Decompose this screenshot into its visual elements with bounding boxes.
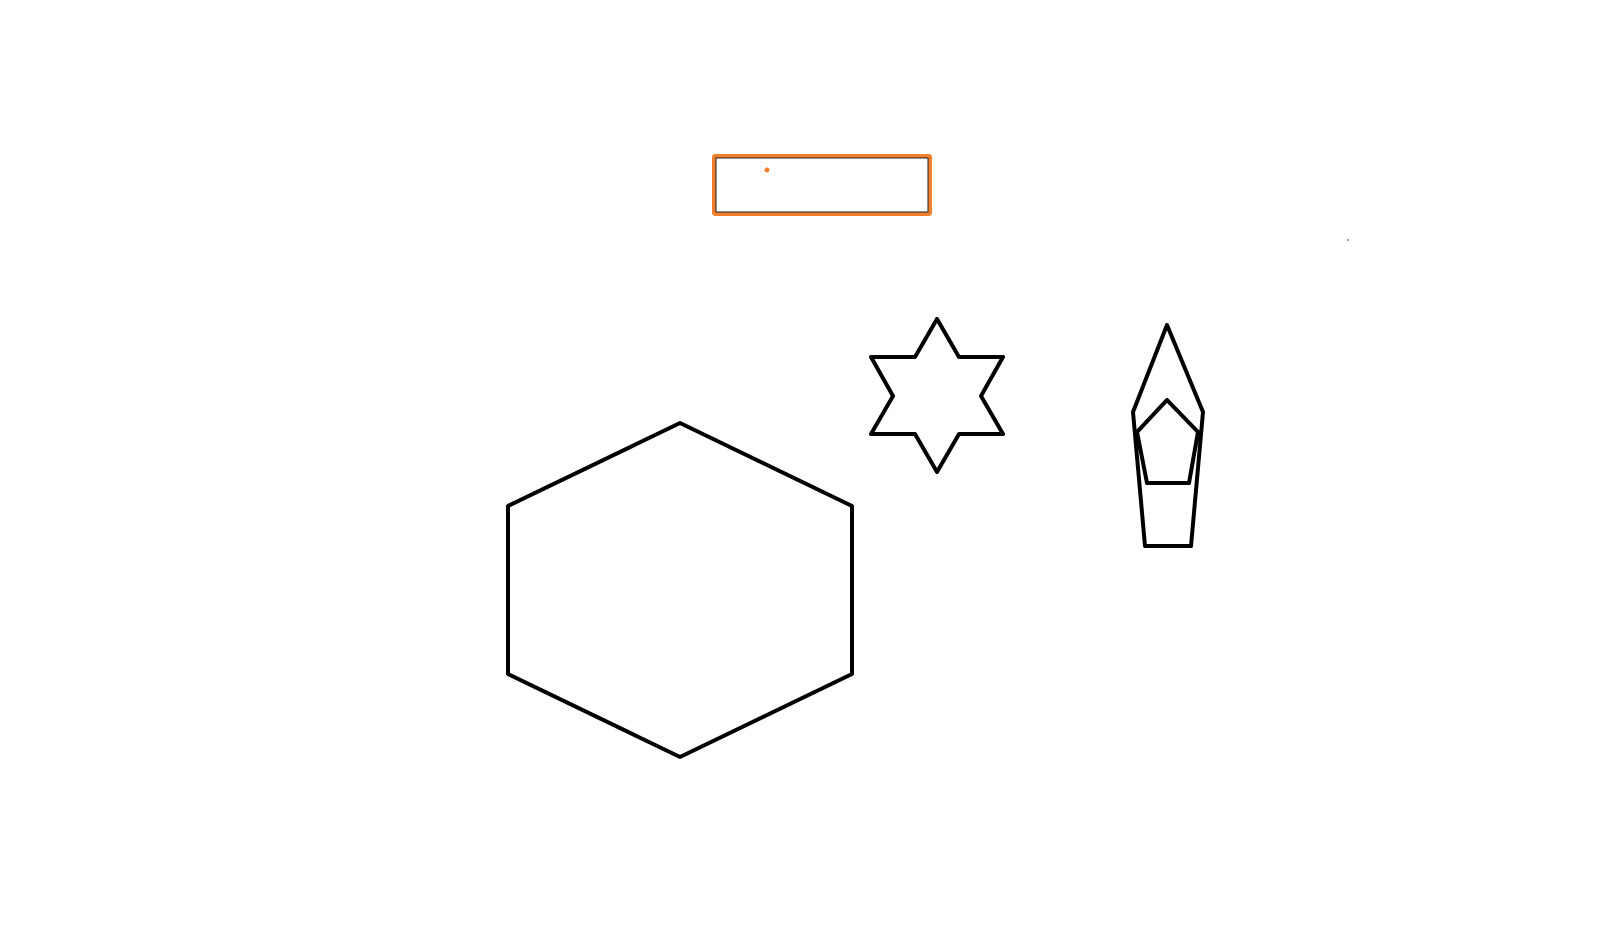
selected-rectangle[interactable] — [712, 154, 932, 216]
selection-outline — [712, 154, 932, 216]
inner-pentagon[interactable] — [1135, 398, 1200, 485]
hexagon[interactable] — [506, 421, 854, 759]
rectangle-inner-edge — [715, 157, 929, 213]
rectangle-anchor-dot — [764, 167, 770, 173]
six-pointed-star[interactable] — [869, 317, 1005, 474]
stray-speck — [1347, 239, 1349, 241]
elongated-kite[interactable] — [1131, 323, 1205, 548]
